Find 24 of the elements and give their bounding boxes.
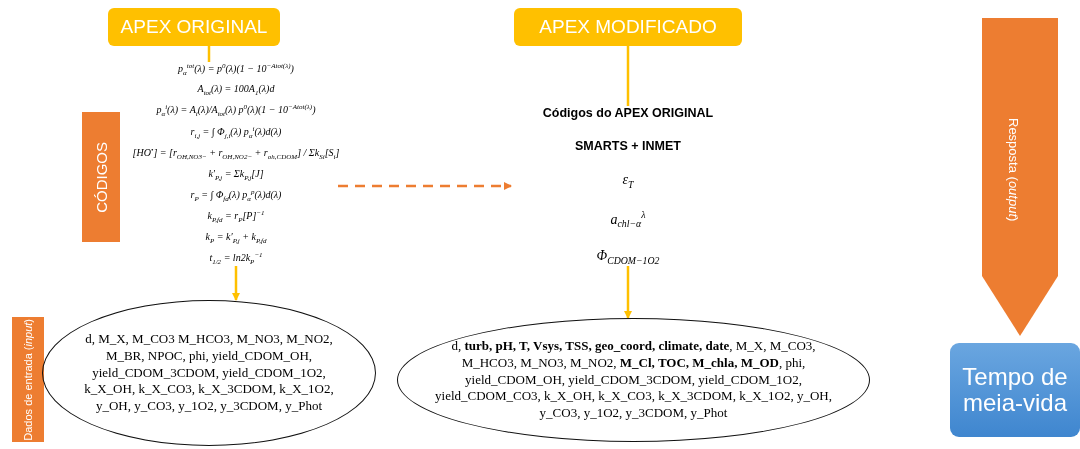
formula: p$_{α}$$^{i}$(λ) = A$_{i}$(λ)/A$_{tot}$(λ) p$^{0}$(λ)(1 − 10$^{−Atot(λ)}$) [156, 103, 316, 119]
heading-text: Códigos do APEX ORIGINAL [542, 106, 714, 120]
formula: k′$_{P,j}$ = Σk$_{P,j}$[J] [208, 167, 264, 182]
side-label: Dados de entrada (input) [22, 318, 34, 441]
heading-box: APEX ORIGINAL [108, 8, 280, 46]
formula: A$_{tot}$(λ) = 100A$_{1}$(λ)d [197, 83, 275, 98]
formula: k$_{P}$ = k′$_{P,j}$ + k$_{P,fd}$ [205, 230, 267, 245]
formula: r$_{P}$ = ∫ Φ$_{fd}$(λ) p$_{α}$$^{p}$(λ)d(λ) [190, 187, 282, 204]
arrow [338, 182, 512, 190]
heading-text: SMARTS + INMET [575, 139, 681, 153]
formula: p$_{α}$$^{tot}$(λ) = p$^{0}$(λ)(1 − 10$^{−Atot(λ)}$) [178, 62, 294, 78]
formula: k$_{P,fd}$ = r$_{P}$[P]$^{−1}$ [207, 209, 265, 225]
arrow [232, 266, 240, 301]
side-label-box [82, 112, 120, 242]
formula: Φ$_{CDOM−1O2}$ [596, 248, 660, 266]
heading-box: APEX MODIFICADO [514, 8, 742, 46]
formula: [HO$^{•}$] = [r$_{OH,NO3−}$ + r$_{OH,NO2−}$ + r$_{oh,CDOM}$] / Σk$_{Si}$[S$_{i}$] [132, 146, 340, 162]
output-label: Resposta (output) [1006, 118, 1021, 222]
side-label: CÓDIGOS [92, 141, 110, 213]
result-box: Tempo de meia-vida [950, 343, 1080, 437]
arrow [624, 266, 632, 319]
side-label-box [12, 317, 44, 442]
formula: ε$_{T}$ [622, 171, 634, 190]
formula: r$_{i,j}$ = ∫ Φ$_{j,i}$(λ) p$_{α}$$^{i}$(λ)d(λ) [190, 124, 282, 141]
